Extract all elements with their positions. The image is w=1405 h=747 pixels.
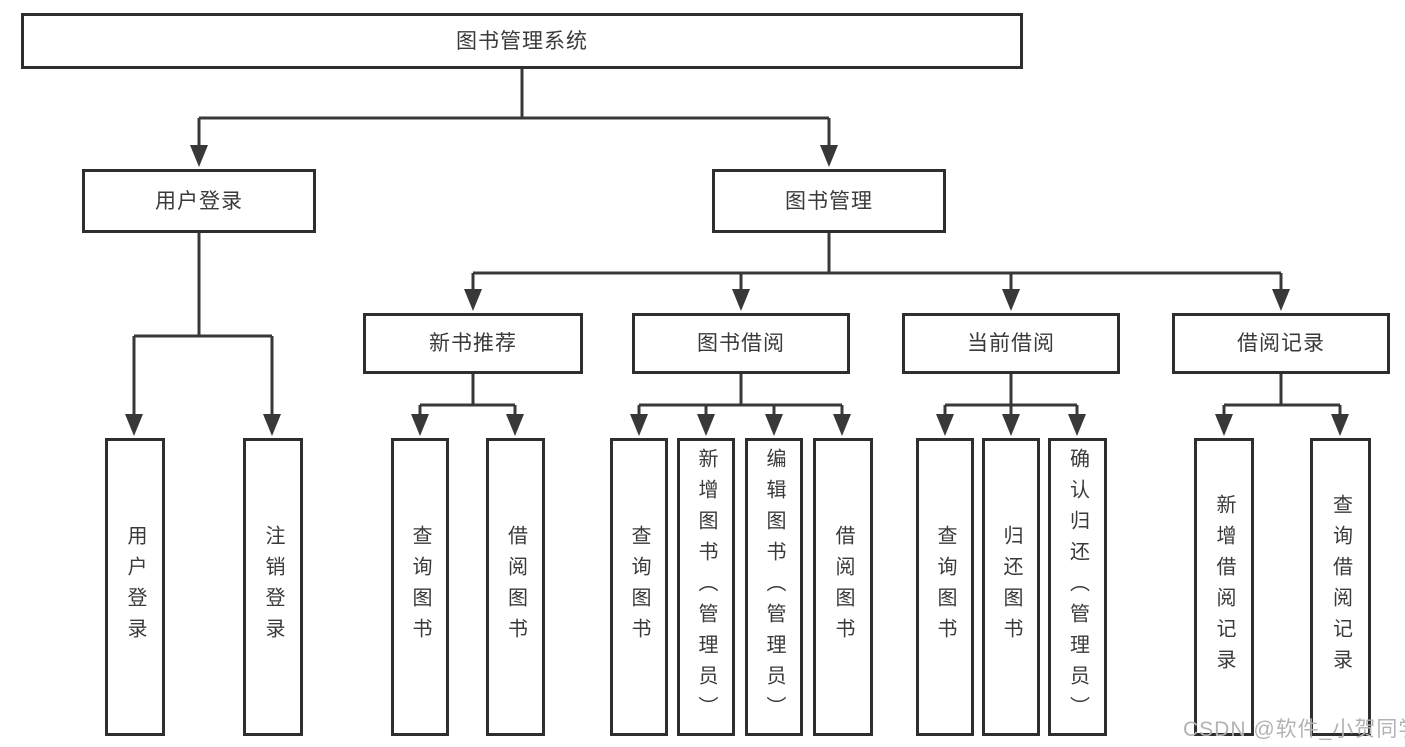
leaf-confirm-return-admin: 确认归还（管理员） xyxy=(1048,438,1107,736)
node-label: 注销登录 xyxy=(262,525,284,649)
node-label: 确认归还（管理员） xyxy=(1066,447,1089,727)
node-book-borrow: 图书借阅 xyxy=(632,313,850,374)
node-label: 借阅图书 xyxy=(832,525,854,649)
node-label: 查询图书 xyxy=(409,525,431,649)
node-label: 归还图书 xyxy=(1000,525,1022,649)
node-borrow-records: 借阅记录 xyxy=(1172,313,1390,374)
arrow-down-icon xyxy=(820,145,838,167)
node-root-system: 图书管理系统 xyxy=(21,13,1023,69)
node-label: 借阅图书 xyxy=(504,525,527,649)
node-label: 新增图书（管理员） xyxy=(695,447,717,727)
leaf-borrow-books-recommend: 借阅图书 xyxy=(486,438,545,736)
node-book-management: 图书管理 xyxy=(712,169,946,233)
arrow-down-icon xyxy=(697,414,715,436)
arrow-down-icon xyxy=(936,414,954,436)
node-label: 新增借阅记录 xyxy=(1213,494,1235,680)
arrow-down-icon xyxy=(1331,414,1349,436)
arrow-down-icon xyxy=(1002,289,1020,311)
leaf-user-login: 用户登录 xyxy=(105,438,165,736)
arrow-down-icon xyxy=(1068,414,1086,436)
arrow-down-icon xyxy=(411,414,429,436)
leaf-add-borrow-record: 新增借阅记录 xyxy=(1194,438,1254,736)
node-label: 图书管理 xyxy=(785,189,873,213)
node-label: 借阅记录 xyxy=(1237,332,1325,355)
node-label: 图书借阅 xyxy=(697,332,785,355)
arrow-down-icon xyxy=(125,414,143,436)
arrow-down-icon xyxy=(506,414,524,436)
arrow-down-icon xyxy=(630,414,648,436)
node-user-login: 用户登录 xyxy=(82,169,316,233)
arrow-down-icon xyxy=(464,289,482,311)
leaf-query-books-borrow: 查询图书 xyxy=(610,438,668,736)
leaf-query-books-current: 查询图书 xyxy=(916,438,974,736)
node-label: 用户登录 xyxy=(124,525,146,649)
leaf-query-books-recommend: 查询图书 xyxy=(391,438,449,736)
arrow-down-icon xyxy=(190,145,208,167)
leaf-query-borrow-record: 查询借阅记录 xyxy=(1310,438,1371,736)
tree-edges xyxy=(132,68,1342,420)
arrow-down-icon xyxy=(833,414,851,436)
arrow-down-icon xyxy=(263,414,281,436)
node-label: 图书管理系统 xyxy=(456,29,588,53)
arrowheads xyxy=(125,145,1349,436)
arrow-down-icon xyxy=(765,414,783,436)
arrow-down-icon xyxy=(732,289,750,311)
arrow-down-icon xyxy=(1215,414,1233,436)
arrow-down-icon xyxy=(1272,289,1290,311)
node-label: 当前借阅 xyxy=(967,332,1055,355)
node-new-book-recommend: 新书推荐 xyxy=(363,313,583,374)
leaf-logout: 注销登录 xyxy=(243,438,303,736)
leaf-edit-book-admin: 编辑图书（管理员） xyxy=(745,438,803,736)
node-current-borrow: 当前借阅 xyxy=(902,313,1120,374)
node-label: 用户登录 xyxy=(155,189,243,213)
arrow-down-icon xyxy=(1002,414,1020,436)
leaf-borrow-books: 借阅图书 xyxy=(813,438,873,736)
node-label: 查询图书 xyxy=(628,525,650,649)
csdn-watermark: CSDN @软件_小贺同学 xyxy=(1183,718,1405,741)
node-label: 查询借阅记录 xyxy=(1329,494,1352,680)
node-label: 编辑图书（管理员） xyxy=(763,447,785,727)
leaf-add-book-admin: 新增图书（管理员） xyxy=(677,438,735,736)
node-label: 新书推荐 xyxy=(429,332,517,355)
leaf-return-book: 归还图书 xyxy=(982,438,1040,736)
node-label: 查询图书 xyxy=(934,525,956,649)
